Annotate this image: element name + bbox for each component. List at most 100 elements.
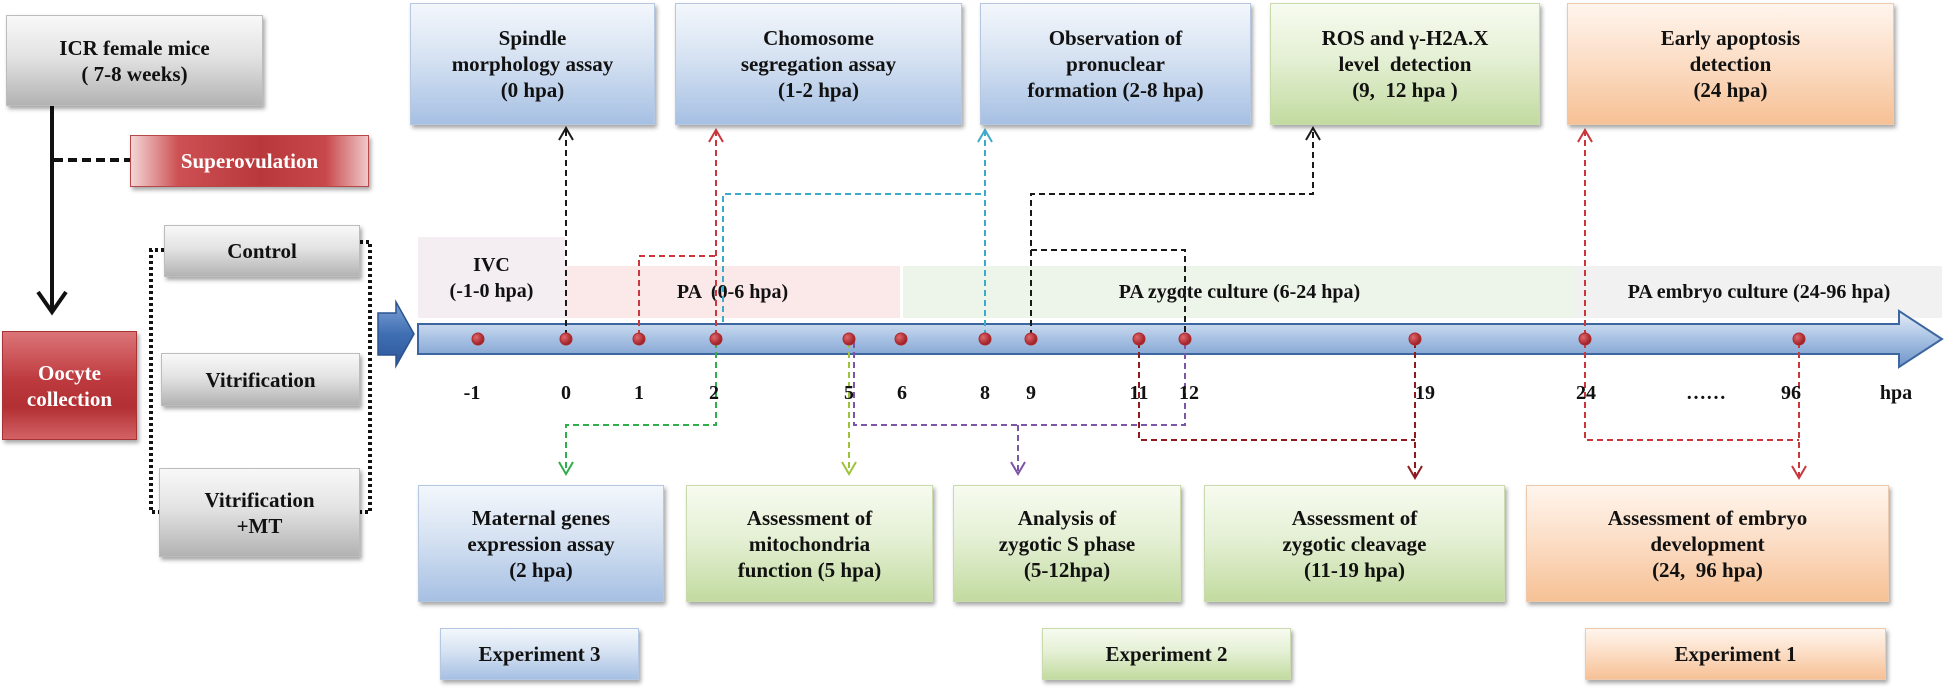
phase-band-embryo-culture: PA embryo culture (24-96 hpa) [1576, 266, 1942, 318]
timeline-marker [559, 332, 573, 346]
tick-label: 96 [1781, 382, 1801, 404]
source-line-1: ICR female mice [59, 35, 210, 60]
apoptosis-connector-arrowhead [1577, 128, 1593, 143]
mitochondria-connector [841, 342, 857, 476]
group-bracket-right [360, 240, 372, 514]
apoptosis-line-1: Early apoptosis [1660, 26, 1801, 50]
s-phase-connector-arrowhead [1010, 461, 1026, 476]
mitochondria-line-1: Assessment of [746, 505, 873, 530]
ros-line-2: level detection [1338, 52, 1472, 76]
phase-band-pa: PA (0-6 hpa) [565, 266, 900, 318]
apoptosis-assay-box: Early apoptosis detection (24 hpa) [1567, 3, 1894, 125]
timeline-marker [894, 332, 908, 346]
chromosome-line-3: (1-2 hpa) [777, 78, 860, 102]
oocyte-line-2: collection [26, 386, 113, 411]
s-phase-assay-box: Analysis of zygotic S phase (5-12hpa) [953, 485, 1181, 602]
experiment-2-label: Experiment 2 [1042, 628, 1291, 680]
tick-label: 12 [1179, 382, 1199, 404]
group-vitrification-mt-line-2: +MT [236, 513, 283, 538]
group-vitrification-mt-line-1: Vitrification [204, 487, 315, 512]
group-control-box: Control [164, 225, 360, 277]
pronuclear-line-1: Observation of [1048, 26, 1183, 50]
tick-label: 9 [1026, 382, 1036, 404]
maternal-genes-connector-line [565, 342, 717, 472]
chromosome-line-2: segregation assay [740, 52, 897, 76]
group-control-label: Control [227, 239, 297, 263]
experiment-2-text: Experiment 2 [1105, 642, 1228, 666]
timeline-marker [842, 332, 856, 346]
pronuclear-assay-box: Observation of pronuclear formation (2-8… [980, 3, 1251, 125]
maternal-line-3: (2 hpa) [509, 557, 573, 582]
group-vitrification-label: Vitrification [205, 367, 316, 392]
spindle-line-2: morphology assay [451, 52, 614, 76]
cleavage-line-1: Assessment of [1291, 505, 1418, 530]
cleavage-line-2: zygotic cleavage [1282, 531, 1427, 556]
tick-label: 24 [1576, 382, 1596, 404]
experiment-3-text: Experiment 3 [478, 642, 601, 666]
s-phase-line-2: zygotic S phase [998, 531, 1136, 556]
embryo-development-connector-arrowhead [1791, 465, 1807, 480]
timeline-marker [1178, 332, 1192, 346]
timeline-marker [632, 332, 646, 346]
tick-ellipsis: …… [1686, 382, 1726, 404]
spindle-connector [558, 126, 574, 336]
spindle-line-1: Spindle [498, 26, 567, 50]
tick-label: 19 [1415, 382, 1435, 404]
ros-connector-arrowhead [1305, 126, 1321, 141]
phase-band-zygote-culture: PA zygote culture (6-24 hpa) [903, 266, 1576, 318]
cleavage-line-3: (11-19 hpa) [1304, 557, 1405, 582]
tick-label: 11 [1129, 382, 1149, 404]
source-line-2: ( 7-8 weeks) [81, 61, 188, 86]
tick-label: -1 [463, 382, 481, 404]
phase-embryo-label: PA embryo culture (24-96 hpa) [1627, 281, 1891, 303]
start-arrow-icon [377, 299, 415, 369]
apoptosis-line-3: (24 hpa) [1693, 78, 1768, 102]
mitochondria-line-3: function (5 hpa) [737, 557, 882, 582]
assay-connectors [558, 126, 1807, 480]
group-vitrification-mt-box: Vitrification +MT [159, 468, 360, 557]
timeline-marker [1792, 332, 1806, 346]
superovulation-label: Superovulation [180, 149, 319, 173]
timeline-marker [1408, 332, 1422, 346]
phase-pa-label: PA (0-6 hpa) [676, 281, 789, 303]
timeline-marker [471, 332, 485, 346]
cleavage-connector-arrowhead [1407, 465, 1423, 480]
timeline-marker [1132, 332, 1146, 346]
embryo-line-1: Assessment of embryo [1607, 505, 1808, 530]
pronuclear-line-2: pronuclear [1066, 52, 1165, 76]
experiment-3-label: Experiment 3 [440, 628, 639, 680]
timeline-unit-label: hpa [1879, 382, 1913, 404]
tick-label: 2 [709, 382, 719, 404]
group-vitrification-box: Vitrification [161, 353, 360, 406]
embryo-line-2: development [1650, 531, 1765, 556]
pronuclear-connector [722, 128, 993, 336]
s-phase-line-3: (5-12hpa) [1023, 557, 1111, 582]
s-phase-connector-line [853, 342, 1186, 426]
timeline-markers [471, 332, 1806, 346]
embryo-development-assay-box: Assessment of embryo development (24, 96… [1526, 485, 1889, 602]
tick-label: 0 [561, 382, 571, 404]
maternal-line-2: expression assay [467, 531, 615, 556]
phase-zygote-label: PA zygote culture (6-24 hpa) [1118, 281, 1361, 303]
spindle-assay-box: Spindle morphology assay (0 hpa) [410, 3, 655, 125]
chromosome-assay-box: Chomosome segregation assay (1-2 hpa) [675, 3, 962, 125]
oocyte-line-1: Oocyte [38, 360, 101, 385]
mitochondria-line-2: mitochondria [748, 531, 871, 556]
tick-label: 6 [897, 382, 907, 404]
timeline-marker [1578, 332, 1592, 346]
ros-connector [1030, 126, 1321, 336]
embryo-development-connector-line [1584, 342, 1799, 441]
phase-ivc-range: (-1-0 hpa) [449, 279, 534, 302]
cleavage-connector [1138, 342, 1423, 480]
maternal-genes-connector-arrowhead [558, 461, 574, 476]
spindle-line-3: (0 hpa) [500, 78, 565, 102]
pronuclear-connector-arrowhead [977, 128, 993, 143]
embryo-line-3: (24, 96 hpa) [1652, 557, 1763, 582]
group-bracket-left [149, 248, 164, 514]
superovulation-box: Superovulation [130, 135, 369, 187]
embryo-development-connector [1584, 342, 1807, 480]
s-phase-connector [853, 342, 1186, 476]
ros-connector-line [1030, 130, 1314, 336]
